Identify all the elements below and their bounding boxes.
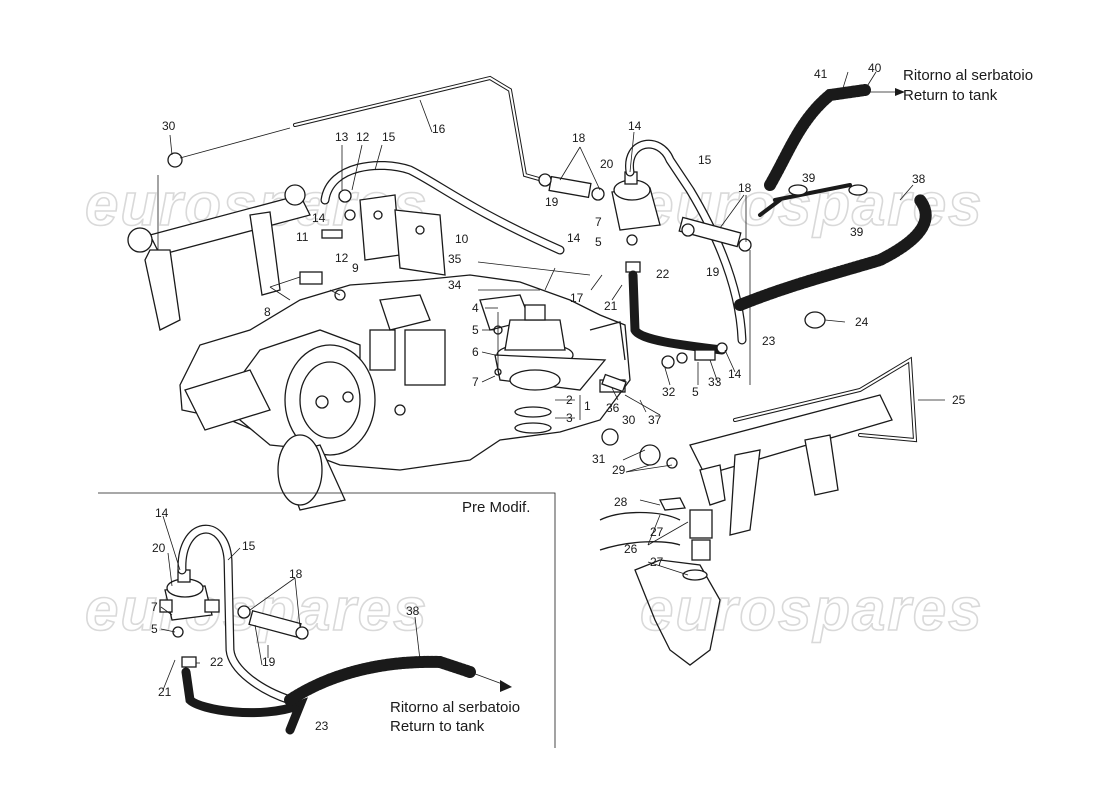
part-label-19: 19 — [706, 265, 720, 279]
return-caption-italian: Ritorno al serbatoio — [903, 67, 1033, 84]
part-label-12: 12 — [335, 251, 349, 265]
part-label-27: 27 — [650, 555, 664, 569]
part-label-37: 37 — [648, 413, 662, 427]
part-label-39: 39 — [802, 171, 816, 185]
part-label-26: 26 — [624, 542, 638, 556]
part-label-17: 17 — [570, 291, 584, 305]
inset-part-label-7: 7 — [151, 600, 158, 614]
part-label-20: 20 — [600, 157, 614, 171]
return-caption-english: Return to tank — [903, 87, 998, 104]
part-label-23: 23 — [762, 334, 776, 348]
inset-part-label-15: 15 — [242, 539, 256, 553]
fuel-pipe — [179, 75, 562, 187]
inset-part-label-22: 22 — [210, 655, 224, 669]
part-label-40: 40 — [868, 61, 882, 75]
part-label-5: 5 — [595, 235, 602, 249]
part-label-34: 34 — [448, 278, 462, 292]
mounting-bracket — [299, 189, 446, 301]
part-label-5: 5 — [692, 385, 699, 399]
part-label-12: 12 — [356, 130, 370, 144]
leader-lines — [169, 71, 945, 576]
part-label-14: 14 — [312, 211, 326, 225]
fuel-pressure-regulator — [611, 139, 747, 355]
inset-part-label-20: 20 — [152, 541, 166, 555]
part-label-31: 31 — [592, 452, 606, 466]
part-label-18: 18 — [738, 181, 752, 195]
part-label-29: 29 — [612, 463, 626, 477]
part-label-19: 19 — [545, 195, 559, 209]
return-caption: Ritorno al serbatoio Return to tank — [903, 67, 1033, 104]
intake-manifold — [599, 497, 721, 666]
part-number-labels: 30 16 13 12 15 14 11 12 9 10 8 34 35 18 … — [162, 61, 966, 569]
part-label-35: 35 — [448, 252, 462, 266]
part-label-9: 9 — [352, 261, 359, 275]
left-fuel-rail — [127, 152, 311, 331]
part-label-25: 25 — [952, 393, 966, 407]
part-label-6: 6 — [472, 345, 479, 359]
part-label-1: 1 — [584, 399, 591, 413]
part-label-38: 38 — [912, 172, 926, 186]
return-hose — [734, 84, 932, 329]
inset-part-label-5: 5 — [151, 622, 158, 636]
inset-part-label-18: 18 — [289, 567, 303, 581]
inset-caption-italian: Ritorno al serbatoio — [390, 699, 520, 716]
watermark-text: eurospares — [640, 576, 984, 643]
part-label-3: 3 — [566, 411, 573, 425]
part-label-2: 2 — [566, 393, 573, 407]
part-label-14: 14 — [728, 367, 742, 381]
inset-part-label-38: 38 — [406, 604, 420, 618]
part-label-11: 11 — [296, 230, 309, 244]
part-label-14: 14 — [567, 231, 581, 245]
part-label-8: 8 — [264, 305, 271, 319]
engine-block — [179, 274, 631, 511]
part-label-30: 30 — [162, 119, 176, 133]
right-fuel-rail — [601, 356, 918, 536]
part-label-16: 16 — [432, 122, 446, 136]
inset-part-label-19: 19 — [262, 655, 276, 669]
part-label-41: 41 — [814, 67, 828, 81]
fittings — [601, 342, 728, 416]
inset-caption-english: Return to tank — [390, 718, 485, 735]
inset-part-label-23: 23 — [315, 719, 329, 733]
part-label-28: 28 — [614, 495, 628, 509]
part-label-15: 15 — [698, 153, 712, 167]
part-label-22: 22 — [656, 267, 670, 281]
hose-sleeve — [538, 173, 752, 252]
part-label-14: 14 — [628, 119, 642, 133]
part-label-15: 15 — [382, 130, 396, 144]
part-label-32: 32 — [662, 385, 676, 399]
fuel-hose — [320, 160, 565, 255]
inset-part-label-21: 21 — [158, 685, 172, 699]
part-label-13: 13 — [335, 130, 349, 144]
part-label-27: 27 — [650, 525, 664, 539]
inset-part-label-14: 14 — [155, 506, 169, 520]
part-label-5: 5 — [472, 323, 479, 337]
inset-title: Pre Modif. — [462, 499, 530, 516]
part-label-24: 24 — [855, 315, 869, 329]
part-label-33: 33 — [708, 375, 722, 389]
part-label-36: 36 — [606, 401, 620, 415]
part-label-4: 4 — [472, 301, 479, 315]
part-label-10: 10 — [455, 232, 469, 246]
part-label-30: 30 — [622, 413, 636, 427]
part-label-7: 7 — [472, 375, 479, 389]
part-label-7: 7 — [595, 215, 602, 229]
part-label-21: 21 — [604, 299, 618, 313]
part-label-18: 18 — [572, 131, 586, 145]
part-label-39: 39 — [850, 225, 864, 239]
watermark-text: eurospares — [85, 576, 429, 643]
inset-pre-modification: Pre Modif. 14 20 15 18 — [98, 492, 556, 748]
